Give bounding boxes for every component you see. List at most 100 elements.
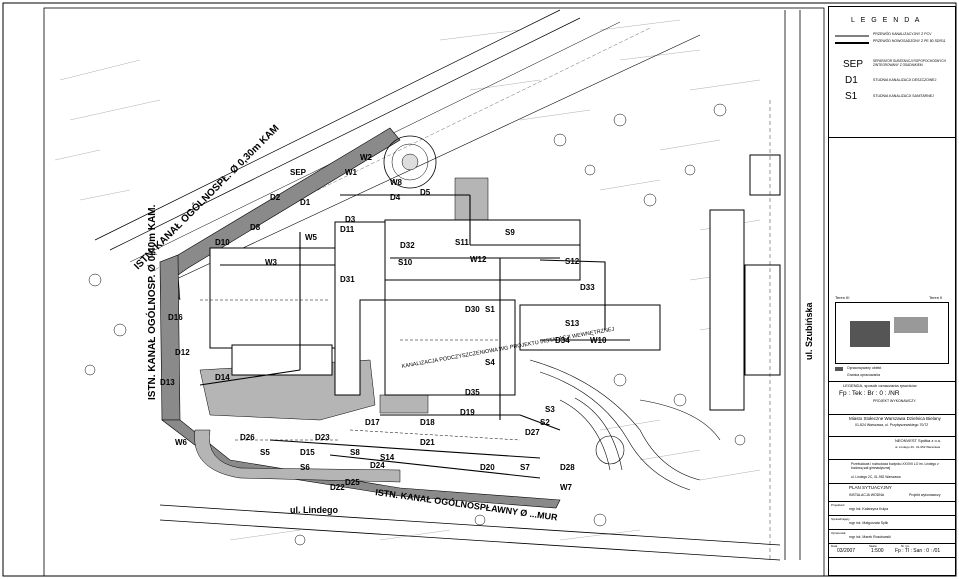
well-label-d31: D31	[340, 275, 355, 284]
role-3: Opracował	[831, 531, 846, 535]
keyplan-right-label: Teren II	[929, 295, 943, 300]
role-1: Projektant	[831, 503, 845, 507]
client-name: Miasto Stołeczne Warszawa Dzielnica Biel…	[849, 416, 941, 421]
diagonal-road	[94, 9, 701, 283]
keyplan-legend-1: Opracowywany obiekt	[847, 366, 882, 370]
divider	[829, 557, 955, 558]
title-block-panel: L E G E N D A PRZEWÓD KANALIZACYJNY Z PC…	[828, 6, 956, 576]
person-3: mgr inż. Marek Rosołowski	[849, 535, 891, 539]
date-value: 03/2007	[837, 548, 856, 554]
divider	[829, 137, 955, 138]
legend-symbol-sep: SEP	[843, 59, 864, 70]
person-1: mgr inż. Katarzyna Kulpa	[849, 507, 889, 511]
well-label-d22: D22	[330, 483, 345, 492]
project-description: Przebudowa i rozbudowa budynku XXXVII LO…	[851, 462, 939, 470]
well-label-w3: W3	[265, 258, 278, 267]
number-label: Nr rys.	[901, 544, 910, 548]
well-label-s14: S14	[380, 453, 395, 462]
number-value: Fp : Tl : San : 0 : /01	[895, 548, 941, 554]
keyplan-object	[850, 321, 890, 347]
well-label-d20: D20	[480, 463, 495, 472]
role-2: Sprawdzający	[831, 517, 850, 521]
street-szubinska	[769, 10, 801, 560]
divider	[829, 414, 955, 415]
keyplan-legend-swatch	[835, 367, 843, 371]
well-label-s6: S6	[300, 463, 310, 472]
well-label-d4: D4	[390, 193, 401, 202]
street-right-label: ul. Szubińska	[804, 301, 814, 360]
keyplan-neighbor	[894, 317, 928, 333]
divider	[829, 501, 955, 502]
well-label-s4: S4	[485, 358, 495, 367]
well-label-s13: S13	[565, 319, 580, 328]
well-label-w6: W6	[175, 438, 188, 447]
street-lindego	[159, 504, 781, 561]
scale-value: 1:500	[871, 548, 884, 554]
channel-left-label: ISTN. KANAŁ OGÓLNOSP. Ø 0,40m KAM.	[145, 204, 158, 400]
well-label-s8: S8	[350, 448, 360, 457]
legend-title: L E G E N D A	[851, 17, 922, 24]
well-label-d11: D11	[340, 225, 355, 234]
well-label-d15: D15	[300, 448, 315, 457]
keyplan-left-label: Teren III	[835, 295, 850, 300]
well-label-d21: D21	[420, 438, 435, 447]
legend-symbol-sep-label: SEPARATOR SUBSTANCJI ROPOPOCHODNYCH ZINT…	[873, 59, 946, 67]
legend-symbol-s1-label: STUDNIA KANALIZACJI SANITARNEJ	[873, 94, 934, 98]
legend-symbol-d1-label: STUDNIA KANALIZACJI DESZCZOWEJ	[873, 78, 937, 82]
date-label: Data	[831, 544, 838, 548]
well-label-d1: D1	[300, 198, 311, 207]
designer-name: NEONVEST Spółka z o.o.	[895, 438, 942, 443]
well-label-s2: S2	[540, 418, 550, 427]
well-label-s7: S7	[520, 463, 530, 472]
pipes-dashed	[200, 279, 521, 441]
legend-symbol-d1: D1	[845, 75, 858, 86]
drawing-stage: Projekt wykonawczy	[909, 493, 941, 497]
well-label-s5: S5	[260, 448, 270, 457]
well-label-s1: S1	[485, 305, 495, 314]
stamp-code: Fp : Tek : Br : 0 : /NR	[839, 390, 900, 397]
well-label-d14: D14	[215, 373, 230, 382]
drawing-discipline: INSTALACJA WODNA	[849, 493, 885, 497]
well-label-d5: D5	[420, 188, 431, 197]
sewer-channel-band	[159, 127, 561, 509]
divider	[829, 483, 955, 484]
plan-frame	[43, 7, 825, 577]
well-label-d24: D24	[370, 461, 385, 470]
designer-address: ul. Lindego 2C, 01-952 Warszawa	[895, 445, 941, 449]
well-label-d35: D35	[465, 388, 480, 397]
well-label-s9: S9	[505, 228, 515, 237]
divider	[829, 515, 955, 516]
legend-line-samples	[835, 35, 869, 44]
person-2: mgr inż. Małgorzata Sylik	[849, 521, 889, 525]
divider	[829, 543, 955, 544]
walkways	[529, 359, 721, 491]
well-label-d34: D34	[555, 336, 570, 345]
well-label-d25: D25	[345, 478, 360, 487]
stamp-note: PROJEKT WYKONAWCZY	[873, 399, 916, 403]
well-label-d33: D33	[580, 283, 595, 292]
scale-label: Skala	[869, 544, 877, 548]
well-label-s3: S3	[545, 405, 555, 414]
divider	[829, 529, 955, 530]
well-label-d8: D8	[250, 223, 261, 232]
divider	[829, 436, 955, 437]
well-label-w5: W5	[305, 233, 318, 242]
well-label-w7: W7	[560, 483, 573, 492]
well-label-d10: D10	[215, 238, 230, 247]
well-label-w1: W1	[345, 168, 358, 177]
project-address: ul. Lindego 2C, 01-952 Warszawa	[851, 475, 901, 479]
well-label-d32: D32	[400, 241, 415, 250]
well-label-d3: D3	[345, 215, 356, 224]
well-label-d27: D27	[525, 428, 540, 437]
keyplan-legend-2: Granica opracowania	[847, 373, 881, 377]
roundabout	[383, 135, 437, 189]
client-address: 01-824 Warszawa, ul. Przybyszewskiego 70…	[855, 423, 929, 427]
legend-line-2-label: PRZEWÓD NOWOSADZONY Z PE 80 SDR11	[873, 39, 946, 43]
well-label-d12: D12	[175, 348, 190, 357]
well-label-w12: W12	[470, 255, 487, 264]
trees	[84, 103, 746, 546]
